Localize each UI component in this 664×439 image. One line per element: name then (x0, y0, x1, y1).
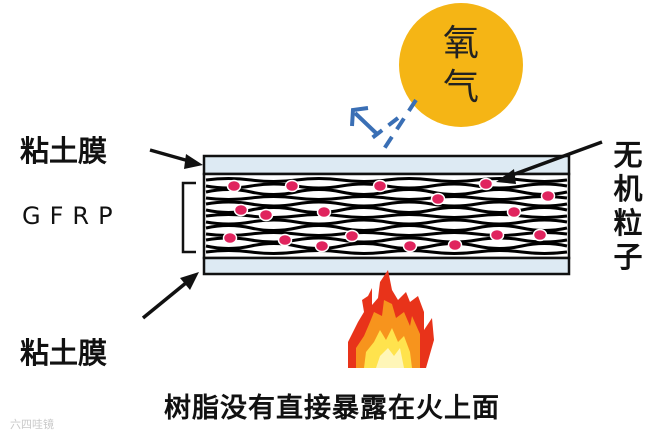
inorganic-particle (532, 228, 548, 242)
inorganic-particle (372, 179, 388, 193)
glass-fiber (205, 231, 568, 237)
clay-film-top-label: 粘土膜 (20, 134, 108, 168)
inorganic-particle (430, 192, 446, 206)
particle-label-char: 无 (613, 138, 643, 172)
inorganic-particle (344, 229, 360, 243)
oxygen-label-line2: 气 (442, 67, 479, 108)
oxygen-arrow (350, 98, 418, 154)
clay-film-bottom-layer (202, 256, 571, 276)
inorganic-particle (233, 203, 249, 217)
glass-fiber (205, 224, 568, 232)
inorganic-particle (314, 239, 330, 253)
gfrp-label: GFRP (22, 202, 122, 230)
glass-fiber (205, 249, 568, 255)
inorganic-particle (222, 231, 238, 245)
fire-icon (348, 270, 434, 368)
pointer-arrow-bottom (141, 272, 199, 320)
inorganic-particle (506, 205, 522, 219)
particle-label-char: 粒 (613, 206, 643, 240)
gfrp-bracket (181, 181, 196, 254)
glass-fiber (205, 242, 568, 250)
inorganic-particle (447, 238, 463, 252)
inorganic-particles (222, 177, 556, 253)
glass-fiber (205, 200, 568, 208)
watermark: 六四哇镜 (10, 418, 54, 431)
caption: 树脂没有直接暴露在火上面 (164, 393, 500, 424)
clay-film-bottom-label: 粘土膜 (20, 336, 108, 370)
oxygen-label-line1: 氧 (442, 23, 479, 64)
inorganic-particle (402, 239, 418, 253)
glass-fiber (205, 236, 568, 244)
inorganic-particles-label: 无 机 粒 子 (610, 138, 646, 274)
inorganic-particle (316, 205, 332, 219)
inorganic-particle (540, 189, 556, 203)
pointer-arrow-particle (496, 140, 603, 184)
inorganic-particle (489, 228, 505, 242)
inorganic-particle (478, 177, 494, 191)
particle-label-char: 机 (613, 172, 643, 206)
glass-fiber (205, 195, 568, 201)
inorganic-particle (277, 233, 293, 247)
oxygen-circle (399, 3, 523, 127)
inorganic-particle (226, 179, 242, 193)
glass-fiber (205, 188, 568, 196)
composite-block (202, 154, 571, 276)
inorganic-particle (284, 179, 300, 193)
particle-label-char: 子 (613, 240, 643, 274)
oxygen-label: 氧 气 (416, 22, 506, 110)
pointer-arrow-top (149, 148, 203, 169)
inorganic-particle (258, 208, 274, 222)
